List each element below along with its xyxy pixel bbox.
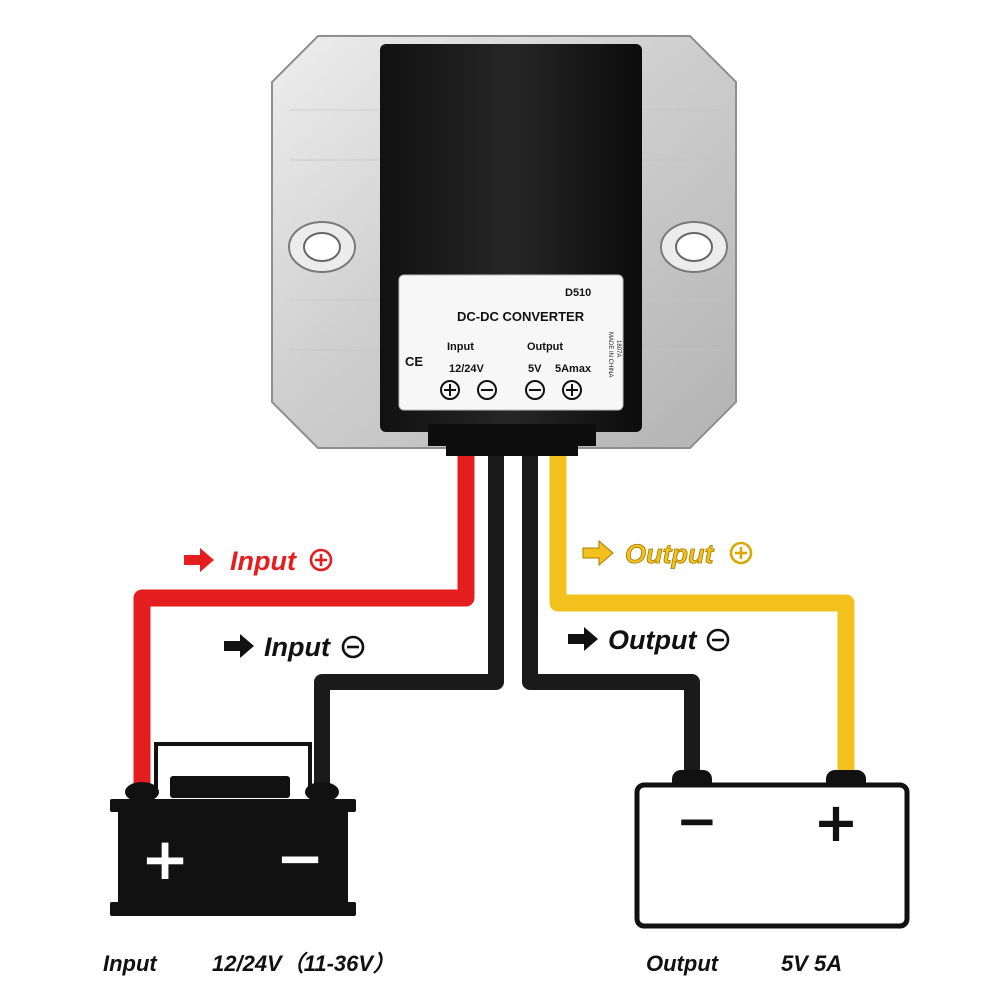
arrow-right-icon: [582, 539, 614, 567]
heatsink-ribs: [290, 109, 720, 351]
label-output-current: 5Amax: [555, 363, 592, 375]
wire-label-text: Output: [608, 625, 697, 655]
circle-minus-icon: [706, 628, 730, 652]
ce-mark: CE: [405, 354, 423, 369]
battery-terminal-negative: [305, 782, 339, 802]
wire-label-output-positive: Output: [582, 539, 753, 569]
input-battery: + −: [110, 742, 356, 916]
label-output-voltage: 5V: [528, 363, 542, 375]
wire-label-text: Output: [625, 539, 714, 569]
minus-in-icon: [477, 380, 497, 400]
battery-plus-sign: +: [141, 825, 190, 893]
wire-label-text: Input: [264, 632, 331, 662]
spec-label: D510 DC-DC CONVERTER CE Input 12/24V Out…: [398, 274, 624, 411]
wire-output-positive: [549, 456, 855, 782]
model-number: D510: [565, 287, 591, 299]
label-input-voltage: 12/24V: [449, 363, 485, 375]
battery-minus-sign: −: [276, 824, 325, 892]
battery-base: [110, 902, 356, 916]
minus-out-icon: [525, 380, 545, 400]
label-input-heading: Input: [447, 341, 474, 353]
plus-out-icon: [562, 380, 582, 400]
wire-label-input-positive: Input: [184, 546, 333, 576]
battery-top-lip: [110, 799, 356, 812]
battery-body: [118, 812, 348, 902]
wire-output-negative: [522, 456, 700, 782]
caption-output-label: Output: [646, 951, 720, 976]
caption-input-label: Input: [103, 951, 158, 976]
circle-plus-icon: [729, 541, 753, 565]
load-box: [634, 782, 910, 929]
circle-plus-icon: [309, 548, 333, 572]
battery-handle: [154, 742, 312, 788]
label-output-heading: Output: [527, 341, 563, 353]
wires: [133, 456, 855, 790]
wire-label-output-negative: Output: [568, 625, 730, 655]
terminal-symbols: [440, 380, 582, 400]
arrow-right-icon: [568, 627, 598, 651]
wire-label-text: Input: [230, 546, 297, 576]
battery-terminal-positive: [125, 782, 159, 802]
caption-output-value: 5V 5A: [781, 951, 842, 976]
wire-input-positive: [133, 456, 475, 790]
wire-input-negative: [314, 456, 504, 790]
converter-module: D510 DC-DC CONVERTER CE Input 12/24V Out…: [271, 35, 737, 456]
cable-grommet: [428, 424, 596, 456]
label-side-text-made-in: MADE IN CHINA: [607, 332, 613, 377]
caption-input-value: 12/24V（11-36V）: [212, 951, 395, 976]
plus-in-icon: [440, 380, 460, 400]
label-title: DC-DC CONVERTER: [457, 309, 585, 324]
output-load: − +: [634, 770, 910, 929]
arrow-right-icon: [224, 634, 254, 658]
wire-label-input-negative: Input: [224, 632, 365, 662]
load-plus-sign: +: [813, 791, 858, 854]
arrow-right-icon: [184, 548, 214, 572]
circle-minus-icon: [341, 635, 365, 659]
label-side-text-code: 1807A: [615, 340, 621, 357]
load-minus-sign: −: [676, 792, 718, 850]
